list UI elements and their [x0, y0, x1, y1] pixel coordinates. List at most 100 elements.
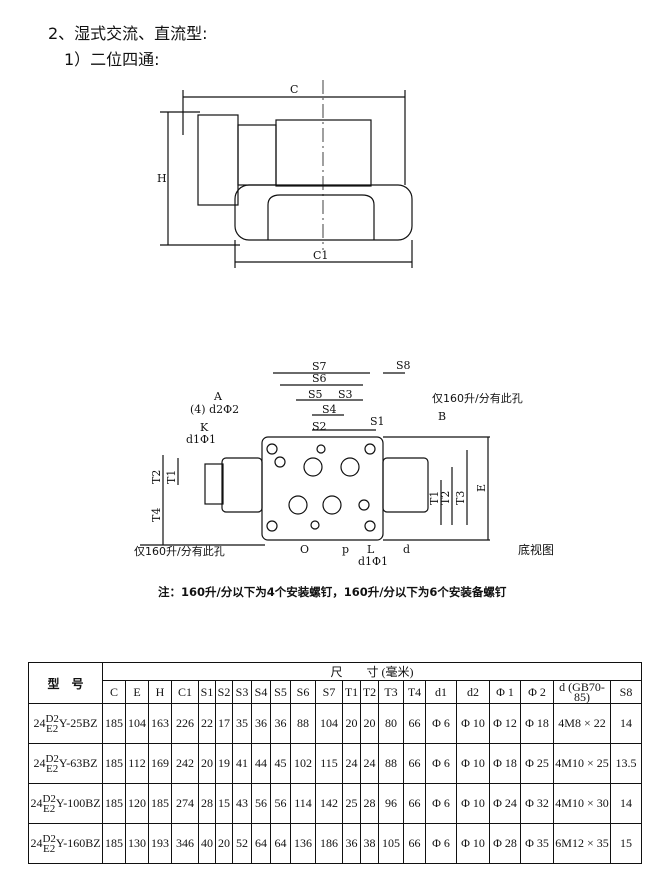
table-cell: 88 — [378, 743, 404, 784]
table-cell: 13.5 — [610, 743, 642, 784]
dim-s7: S7 — [312, 360, 327, 373]
dim-s2: S2 — [312, 420, 327, 433]
table-cell: 274 — [171, 783, 199, 824]
table-cell: 96 — [378, 783, 404, 824]
table-cell: 186 — [315, 823, 343, 864]
table-cell: Φ 32 — [520, 783, 554, 824]
table-cell: 66 — [403, 743, 426, 784]
port-o-label: O — [300, 543, 309, 556]
table-cell: 44 — [251, 743, 271, 784]
table-cell: 41 — [232, 743, 252, 784]
dim-s4: S4 — [322, 403, 337, 416]
table-cell: 20 — [215, 823, 233, 864]
table-cell: 28 — [198, 783, 216, 824]
table-cell: 20 — [198, 743, 216, 784]
table-cell: 40 — [198, 823, 216, 864]
table-cell: Φ 18 — [520, 703, 554, 744]
column-header: d2 — [456, 680, 490, 704]
table-cell: 80 — [378, 703, 404, 744]
table-cell: 185 — [148, 783, 172, 824]
table-cell: 19 — [215, 743, 233, 784]
model-header: 型 号 — [28, 662, 103, 704]
column-header: S4 — [251, 680, 271, 704]
model-suffix: Y-100BZ — [55, 795, 101, 810]
model-prefix: 24 — [33, 755, 46, 770]
table-cell: 6M12 × 35 — [553, 823, 611, 864]
table-cell: 104 — [315, 703, 343, 744]
table-cell: 56 — [251, 783, 271, 824]
table-cell: 35 — [232, 703, 252, 744]
dim-c-label: C — [290, 83, 298, 96]
model-suffix: Y-63BZ — [58, 755, 98, 770]
table-cell: 163 — [148, 703, 172, 744]
model-variant-top: D2 — [45, 712, 59, 725]
top-view-drawing: C H C1 — [157, 80, 413, 268]
table-cell: 36 — [251, 703, 271, 744]
table-cell: Φ 28 — [489, 823, 521, 864]
table-cell: 4M10 × 30 — [553, 783, 611, 824]
table-cell: 20 — [360, 703, 379, 744]
table-cell: 142 — [315, 783, 343, 824]
column-header: Φ 2 — [520, 680, 554, 704]
table-cell: 193 — [148, 823, 172, 864]
column-header: S5 — [270, 680, 291, 704]
port-a-label: A — [213, 390, 223, 403]
port-p-label: p — [342, 543, 349, 556]
only-160-note-top: 仅160升/分有此孔 — [432, 391, 523, 405]
table-cell: Φ 12 — [489, 703, 521, 744]
table-cell: 169 — [148, 743, 172, 784]
column-header: H — [148, 680, 172, 704]
table-cell: 64 — [251, 823, 271, 864]
table-cell: 185 — [102, 823, 126, 864]
subsection-heading: 1）二位四通: — [64, 50, 160, 69]
table-cell: 15 — [215, 783, 233, 824]
table-cell: 36 — [342, 823, 361, 864]
table-cell: 64 — [270, 823, 291, 864]
table-cell: Φ 24 — [489, 783, 521, 824]
dim-t2-right: T2 — [439, 491, 452, 505]
table-cell: 22 — [198, 703, 216, 744]
column-header: C1 — [171, 680, 199, 704]
table-cell: 115 — [315, 743, 343, 784]
model-variant-bottom: E2 — [43, 842, 56, 855]
dim-e: E — [475, 484, 488, 492]
port-l-spec: d1Φ1 — [358, 555, 388, 568]
model-prefix: 24 — [30, 795, 43, 810]
column-header: S1 — [198, 680, 216, 704]
dim-t1-right: T1 — [428, 491, 441, 505]
dim-t2-left: T2 — [150, 470, 163, 484]
table-cell: 14 — [610, 703, 642, 744]
column-header: C — [102, 680, 126, 704]
column-header: S2 — [215, 680, 233, 704]
table-cell: 130 — [125, 823, 149, 864]
port-k-label: K — [200, 421, 209, 434]
column-header: S3 — [232, 680, 252, 704]
table-cell: 66 — [403, 703, 426, 744]
valve-body — [234, 184, 413, 241]
table-cell: 4M10 × 25 — [553, 743, 611, 784]
column-header: S7 — [315, 680, 343, 704]
dim-h-label: H — [157, 172, 167, 185]
table-cell: Φ 18 — [489, 743, 521, 784]
dim-s3: S3 — [338, 388, 353, 401]
table-cell: 24 — [360, 743, 379, 784]
table-cell: 120 — [125, 783, 149, 824]
model-variant-top: D2 — [42, 792, 56, 805]
dim-s6: S6 — [312, 372, 327, 385]
table-cell: Φ 25 — [520, 743, 554, 784]
dim-t3: T3 — [454, 491, 467, 505]
column-header: E — [125, 680, 149, 704]
table-cell: 105 — [378, 823, 404, 864]
column-header: T3 — [378, 680, 404, 704]
table-cell: Φ 10 — [456, 703, 490, 744]
dim-t1-left: T1 — [165, 470, 178, 484]
table-cell: 17 — [215, 703, 233, 744]
bottom-view-drawing: S7 S6 S8 S5 S3 S4 S2 S1 A (4) d2Φ2 K d1Φ… — [134, 359, 523, 568]
port-k-spec: d1Φ1 — [186, 433, 216, 446]
group-header: 尺 寸 (毫米) — [102, 662, 642, 681]
